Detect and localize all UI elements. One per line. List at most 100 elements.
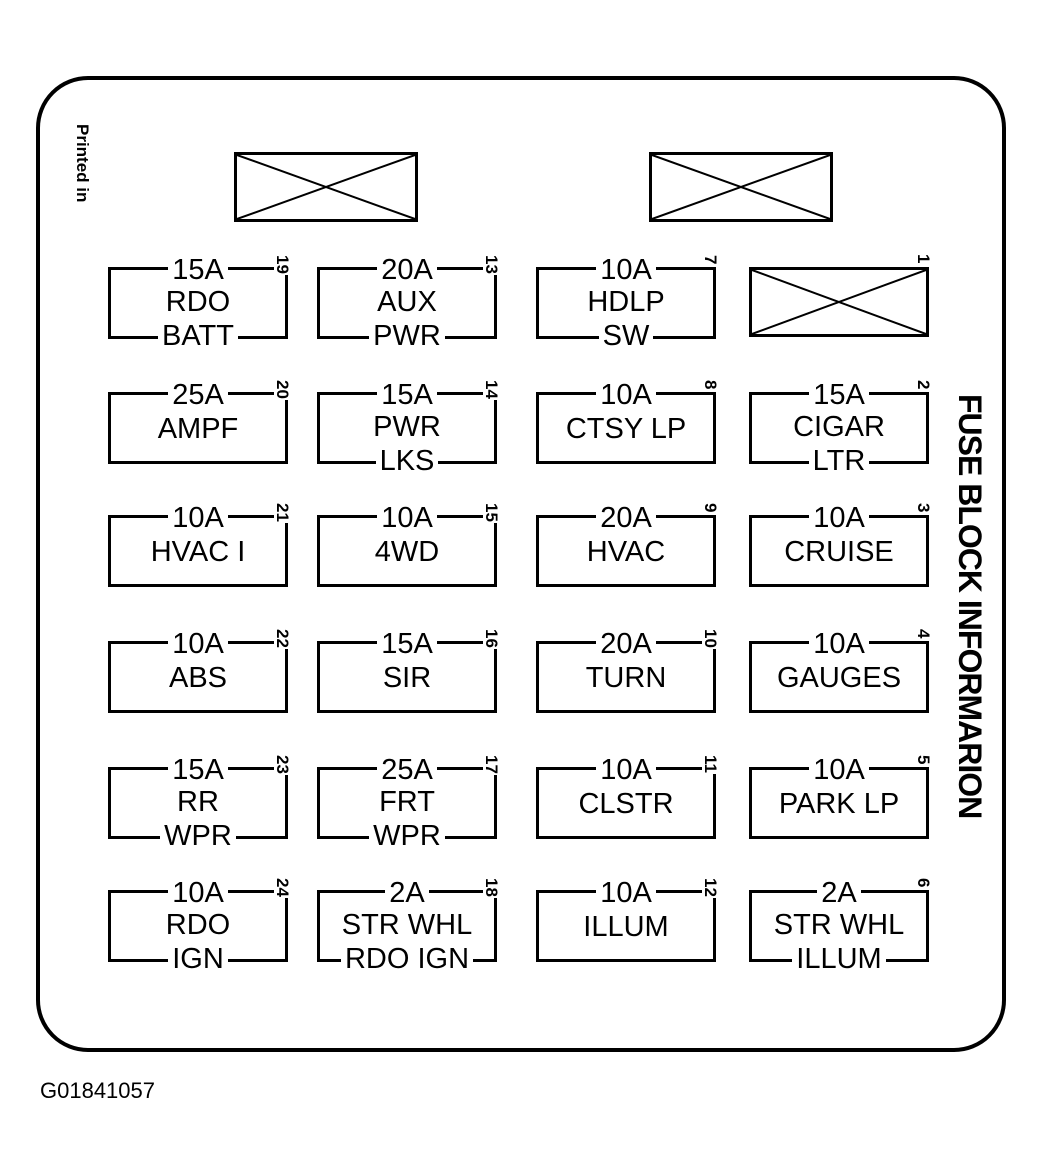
fuse-number: 10 <box>701 628 720 649</box>
fuse-label: ILLUM <box>583 911 669 943</box>
fuse-label-line2-wrap: PWR <box>320 320 494 352</box>
fuse-label: SIR <box>382 662 432 694</box>
fuse-rating: 15A <box>377 628 437 660</box>
fuse-label: GAUGES <box>776 662 902 694</box>
fuse-rating-wrap: 20A <box>539 628 713 660</box>
fuse-number: 16 <box>482 628 501 649</box>
fuse-number: 21 <box>273 502 292 523</box>
fuse-rating: 20A <box>596 628 656 660</box>
fuse-rating-wrap: 25A <box>320 754 494 786</box>
fuse-label-line2-wrap: LKS <box>320 445 494 477</box>
fuse-label: CTSY LP <box>565 413 687 445</box>
fuse-number: 7 <box>701 254 720 266</box>
fuse-label-line2-wrap: RDO IGN <box>320 943 494 975</box>
figure-id: G01841057 <box>40 1078 155 1103</box>
fuse-number: 9 <box>701 502 720 514</box>
fuse-rating-wrap: 10A <box>539 254 713 286</box>
fuse-number: 3 <box>914 502 933 514</box>
fuse-rating: 10A <box>596 254 656 286</box>
fuse-number: 17 <box>482 754 501 775</box>
fuse-label-line2-wrap: BATT <box>111 320 285 352</box>
fuse-block-title: FUSE BLOCK INFORMARION <box>952 394 988 819</box>
fuse-rating-wrap: 10A <box>752 628 926 660</box>
fuse-label: RR <box>177 786 219 818</box>
fuse-rating: 10A <box>809 502 869 534</box>
fuse-label: PARK LP <box>778 788 900 820</box>
fuse-slot-empty: 1 <box>749 254 933 337</box>
fuse-label-line2: BATT <box>158 320 238 352</box>
fuse-rating: 10A <box>596 379 656 411</box>
fuse-rating-wrap: 10A <box>111 502 285 534</box>
fuse-label-line2-wrap: SW <box>539 320 713 352</box>
fuse-label-line2: RDO IGN <box>340 943 474 975</box>
fuse-label: ABS <box>168 662 228 694</box>
fuse-number: 22 <box>273 628 292 649</box>
fuse-rating-wrap: 15A <box>752 379 926 411</box>
fuse-label-line2: WPR <box>160 820 236 852</box>
fuse-label: STR WHL <box>773 909 905 941</box>
fuse-label: PWR <box>373 411 441 443</box>
fuse-rating: 2A <box>385 877 429 909</box>
fuse-label-line2-wrap: WPR <box>111 820 285 852</box>
fuse-number: 13 <box>482 254 501 275</box>
fuse-number: 1 <box>914 254 933 264</box>
fuse-label-line2: WPR <box>369 820 445 852</box>
fuse-rating: 2A <box>817 877 861 909</box>
fuse-label: AUX <box>377 286 437 318</box>
fuse-rating-wrap: 20A <box>320 254 494 286</box>
fuse-rating: 10A <box>168 628 228 660</box>
fuse-rating-wrap: 2A <box>320 877 494 909</box>
printed-in-label: Printed in <box>73 124 92 203</box>
fuse-number: 2 <box>914 379 933 391</box>
fuse-label-line2: IGN <box>168 943 228 975</box>
fuse-number: 6 <box>914 877 933 889</box>
fuse-number: 11 <box>701 754 720 774</box>
fuse-label: RDO <box>165 909 231 941</box>
fuse-rating: 10A <box>168 877 228 909</box>
fuse-label: STR WHL <box>341 909 473 941</box>
fuse-rating: 20A <box>377 254 437 286</box>
fuse-label: HVAC I <box>150 536 246 568</box>
fuse-rating: 15A <box>168 754 228 786</box>
fuse-rating: 25A <box>377 754 437 786</box>
fuse-label: CRUISE <box>784 536 894 568</box>
fuse-number: 8 <box>701 379 720 391</box>
fuse-label: FRT <box>379 786 435 818</box>
fuse-rating: 10A <box>596 877 656 909</box>
relay-slot-empty-right <box>649 152 833 222</box>
fuse-number: 15 <box>482 502 501 523</box>
fuse-rating: 15A <box>168 254 228 286</box>
fuse-number: 24 <box>273 877 292 898</box>
fuse-number: 19 <box>273 254 292 275</box>
fuse-label-line2: LTR <box>808 445 870 477</box>
fuse-label: RDO <box>165 286 231 318</box>
fuse-number: 20 <box>273 379 292 400</box>
fuse-rating: 15A <box>377 379 437 411</box>
fuse-number: 5 <box>914 754 933 766</box>
fuse-label-line2-wrap: WPR <box>320 820 494 852</box>
fuse-rating: 15A <box>809 379 869 411</box>
fuse-rating: 10A <box>809 754 869 786</box>
fuse-label: 4WD <box>374 536 440 568</box>
fuse-rating-wrap: 15A <box>320 628 494 660</box>
fuse-rating-wrap: 10A <box>111 877 285 909</box>
fuse-rating-wrap: 20A <box>539 502 713 534</box>
fuse-rating: 10A <box>377 502 437 534</box>
